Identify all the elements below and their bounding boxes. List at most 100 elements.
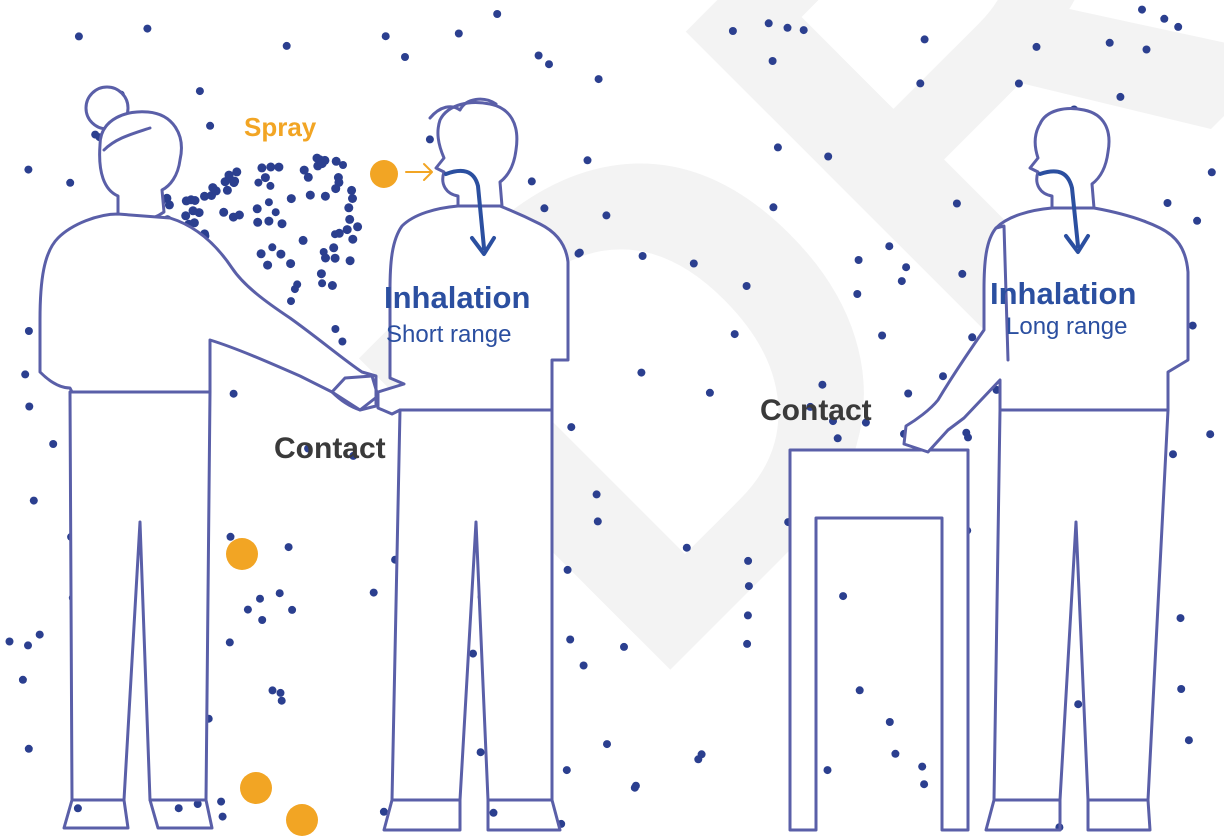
woman-body: [38, 212, 378, 412]
contact-right-label: Contact: [760, 394, 872, 427]
spray-particle: [286, 259, 296, 269]
table: [788, 448, 970, 832]
spray-particle: [230, 176, 240, 186]
contact-left-label: Contact: [274, 432, 386, 465]
spray-particle: [220, 177, 230, 187]
aerosol-particle: [5, 637, 14, 646]
aerosol-particle: [1188, 321, 1197, 330]
spray-particle: [263, 260, 273, 270]
aerosol-particle: [823, 766, 832, 775]
spray-particle: [330, 253, 340, 263]
spray-particle: [188, 206, 198, 216]
aerosol-particle: [920, 780, 929, 789]
man1-legs: [390, 408, 554, 802]
aerosol-particle: [904, 389, 913, 398]
aerosol-particle: [769, 203, 778, 212]
spray-particle: [181, 196, 191, 206]
aerosol-particle: [631, 781, 640, 790]
spray-particle: [345, 256, 355, 266]
spray-particle: [344, 203, 354, 213]
aerosol-particle: [66, 178, 75, 187]
aerosol-particle: [174, 804, 183, 813]
spray-particle: [181, 211, 191, 221]
aerosol-particle: [534, 51, 543, 60]
spray-particle: [321, 253, 330, 263]
aerosol-particle: [697, 750, 706, 759]
spray-particle: [334, 228, 344, 238]
airflow-arrow-short: [444, 168, 486, 250]
spray-particle: [222, 185, 232, 195]
aerosol-particle: [229, 389, 238, 398]
aerosol-particle: [1176, 614, 1185, 623]
spray-particle: [208, 183, 218, 193]
aerosol-particle: [284, 543, 293, 552]
aerosol-particle: [74, 32, 83, 41]
aerosol-particle: [1206, 430, 1215, 439]
spray-particle: [219, 207, 229, 217]
aerosol-particle: [545, 60, 553, 69]
aerosol-particle: [1169, 450, 1177, 459]
aerosol-particle: [1160, 14, 1169, 23]
aerosol-particle: [369, 588, 378, 597]
aerosol-particle: [824, 152, 833, 161]
droplet-to-face: [370, 160, 398, 188]
spray-particle: [274, 162, 284, 172]
spray-particle: [303, 172, 313, 182]
spray-particle: [286, 194, 296, 204]
aerosol-particle: [594, 75, 603, 84]
spray-particle: [316, 269, 326, 279]
aerosol-particle: [304, 444, 313, 453]
aerosol-particle: [290, 285, 299, 294]
spray-particle: [331, 184, 341, 194]
aerosol-particle: [773, 143, 782, 152]
spray-particle: [298, 235, 308, 245]
aerosol-particle: [217, 797, 226, 806]
falling-droplet: [240, 772, 272, 804]
spray-particle: [260, 173, 270, 183]
aerosol-particle: [264, 198, 273, 207]
aerosol-particle: [349, 451, 358, 460]
aerosol-particle: [968, 333, 977, 342]
aerosol-particle: [24, 165, 33, 174]
woman-shoes: [62, 798, 214, 830]
aerosol-particle: [218, 812, 227, 821]
aerosol-particle: [268, 686, 277, 695]
spray-particle: [353, 222, 363, 232]
aerosol-particle: [853, 290, 862, 298]
aerosol-particle: [728, 27, 737, 35]
spray-particle: [329, 243, 339, 253]
aerosol-particle: [1207, 168, 1216, 177]
aerosol-particle: [277, 696, 286, 705]
man1-shoes: [382, 798, 562, 832]
aerosol-particle: [638, 252, 647, 260]
aerosol-particle: [952, 199, 961, 208]
aerosol-particle: [730, 330, 739, 339]
spray-particle: [224, 170, 234, 180]
spray-particle: [264, 216, 274, 226]
aerosol-particle: [620, 642, 628, 651]
woman-legs: [68, 390, 212, 802]
aerosol-particle: [24, 327, 33, 335]
aerosol-particle: [885, 718, 894, 726]
aerosol-particle: [401, 53, 409, 61]
man-long-range-figure: [902, 107, 1190, 832]
aerosol-particle: [476, 748, 485, 757]
aerosol-particle: [579, 661, 588, 670]
aerosol-particle: [878, 331, 887, 340]
aerosol-particle: [243, 605, 252, 614]
inhalation-long-subtitle: Long range: [1006, 313, 1127, 340]
man2-shoes: [984, 798, 1152, 832]
aerosol-particle: [318, 279, 327, 288]
aerosol-particle: [637, 368, 646, 377]
aerosol-particle: [1014, 79, 1023, 88]
aerosol-particle: [540, 204, 549, 213]
aerosol-particle: [256, 594, 264, 603]
aerosol-particle: [49, 440, 58, 448]
aerosol-particle: [583, 156, 592, 165]
aerosol-particle: [563, 565, 572, 574]
aerosol-particle: [1193, 216, 1202, 225]
aerosol-particle: [1116, 92, 1125, 101]
spray-particle: [320, 191, 330, 201]
aerosol-particle: [689, 259, 698, 268]
aerosol-particle: [593, 517, 602, 526]
